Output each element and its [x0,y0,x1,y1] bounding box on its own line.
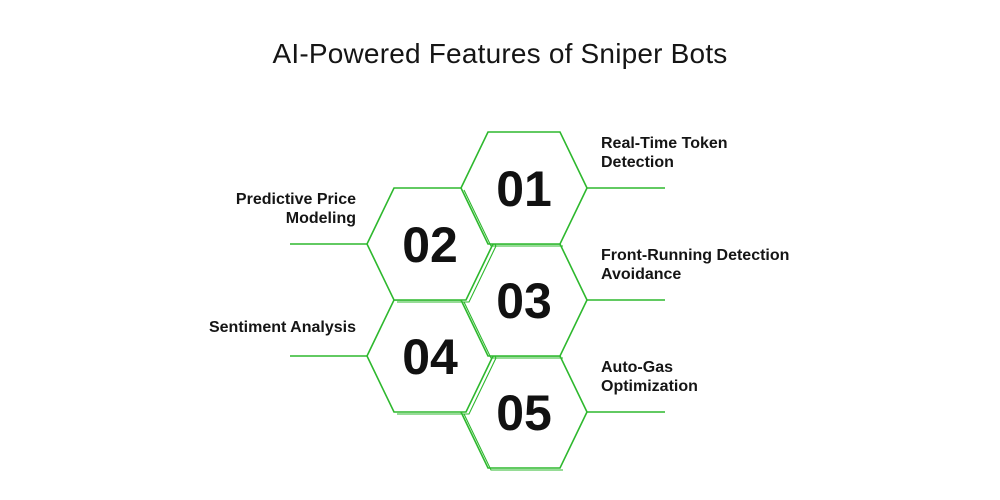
feature-label-03-line1: Front-Running Detection [601,247,790,264]
feature-label-03-line2: Avoidance [601,266,682,283]
hexagon-02: 02 [366,187,497,303]
feature-label-05-line1: Auto-Gas [601,359,673,376]
hexagon-01: 01 [460,131,588,247]
feature-label-01-line1: Real-Time Token [601,135,728,152]
feature-label-05: Auto-Gas Optimization [601,358,698,396]
hexagon-number-02: 02 [402,217,458,273]
feature-label-02-line1: Predictive Price [235,191,356,208]
hexagon-03: 03 [460,243,588,359]
diagram-title: AI-Powered Features of Sniper Bots [272,38,728,69]
feature-label-04: Sentiment Analysis [209,318,356,337]
feature-label-01-line2: Detection [601,154,674,171]
hexagon-05: 05 [460,355,588,471]
feature-label-02-line2: Modeling [285,210,356,227]
feature-label-03: Front-Running Detection Avoidance [601,246,789,284]
hexagon-number-03: 03 [496,273,552,329]
feature-label-02: Predictive Price Modeling [236,190,356,228]
hexagon-number-05: 05 [496,385,552,441]
feature-label-01: Real-Time Token Detection [601,134,728,172]
hexagon-number-01: 01 [496,161,552,217]
feature-label-05-line2: Optimization [601,378,698,395]
feature-label-04-line1: Sentiment Analysis [208,319,356,336]
hexagon-number-04: 04 [402,329,458,385]
